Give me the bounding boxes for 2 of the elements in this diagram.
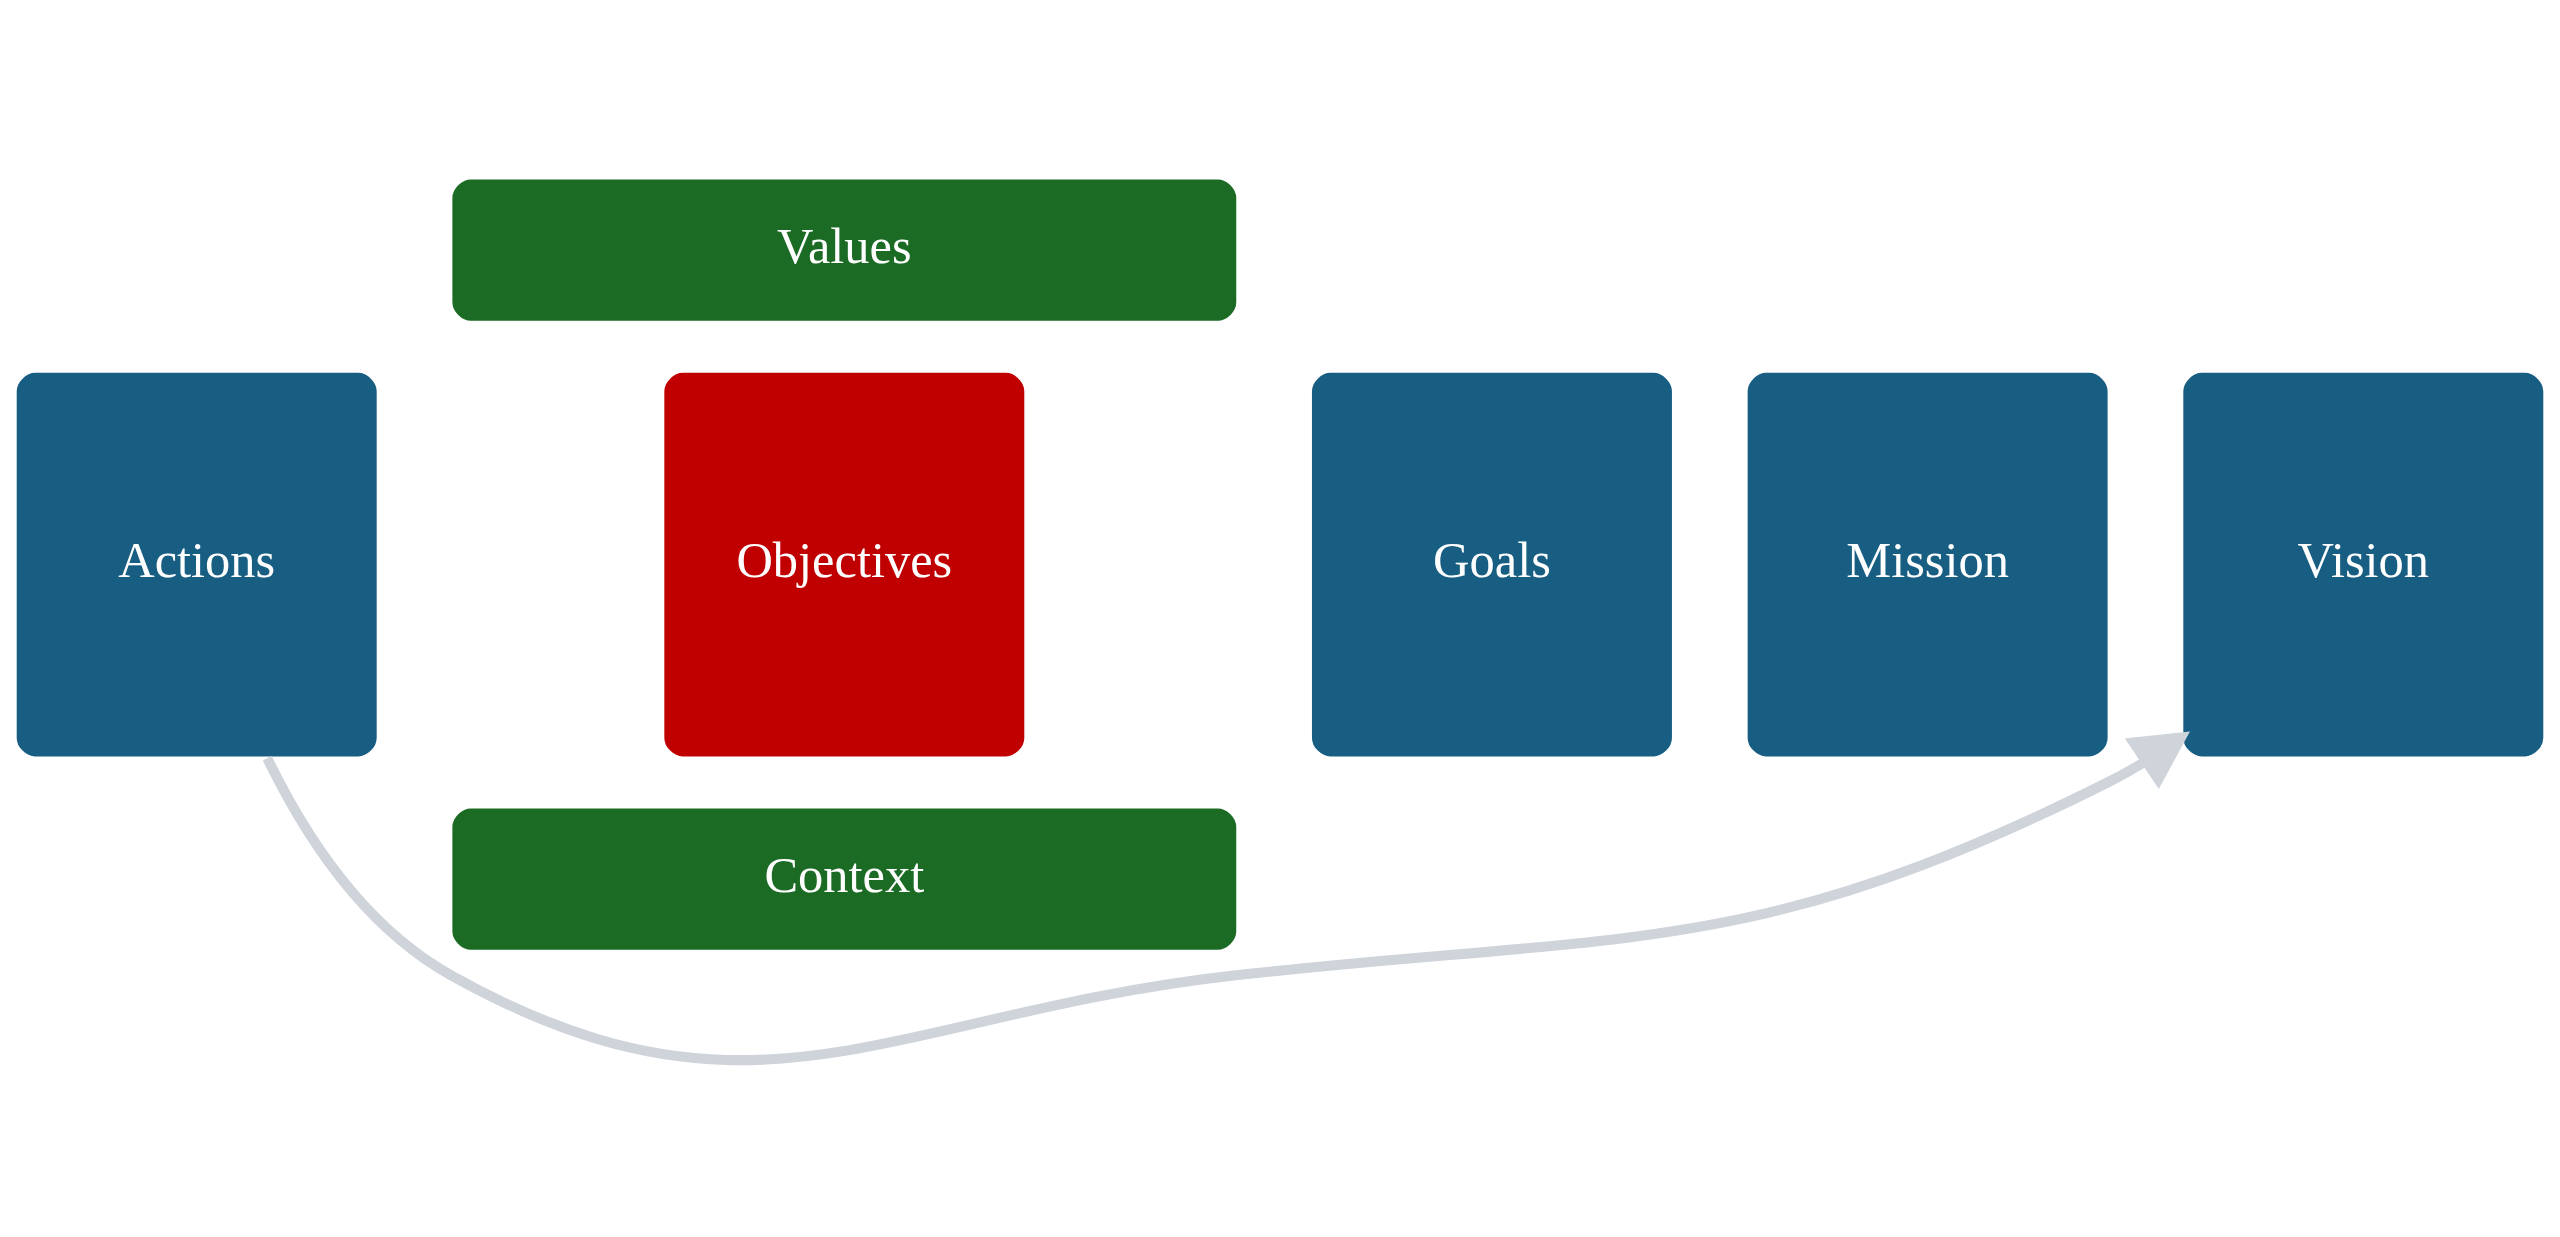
arrow bbox=[262, 731, 2190, 1064]
node-box: Mission bbox=[1744, 369, 2111, 760]
